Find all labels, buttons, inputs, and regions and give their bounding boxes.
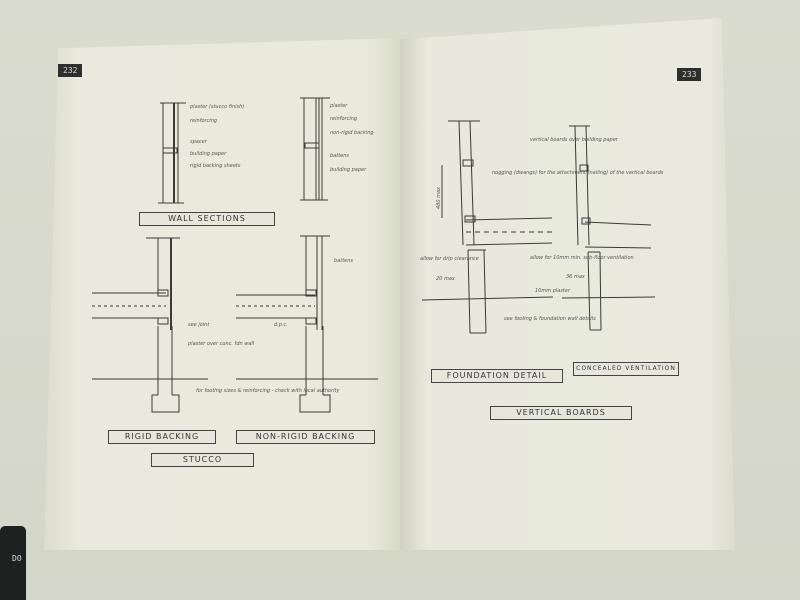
foundation-detail-drawing — [421, 120, 554, 334]
note-rigid-3: spacer — [190, 139, 207, 145]
right-page — [400, 18, 735, 550]
note-ventilation-4: 10mm plaster — [535, 288, 571, 294]
note-foundation-3: 20 max — [436, 276, 455, 282]
wall-section-rigid-drawing — [158, 102, 186, 204]
note-base-rigid-3: for footing sizes & reinforcing - check … — [196, 388, 340, 394]
note-foundation-5: 480 max — [436, 186, 443, 210]
note-ventilation-1: vertical boards over building paper — [530, 137, 618, 143]
note-ventilation-3: 36 max — [566, 274, 585, 280]
note-nonrigid-4: battens — [330, 153, 350, 159]
nonrigid-backing-base-drawing — [236, 235, 378, 413]
label-vertical-boards: VERTICAL BOARDS — [490, 406, 632, 420]
page-number-right: 233 — [677, 68, 702, 81]
note-nonrigid-2: reinforcing — [330, 116, 358, 122]
note-base-nonrigid-2: d.p.c. — [274, 322, 288, 328]
concealed-ventilation-drawing — [561, 125, 656, 331]
note-rigid-5: rigid backing sheets — [190, 163, 241, 169]
note-nonrigid-1: plaster — [330, 103, 348, 109]
note-ventilation-2: allow for 10mm min. sub-floor ventilatio… — [530, 255, 634, 261]
battery-label: DO — [12, 554, 22, 563]
battery-object: DO — [0, 526, 26, 600]
note-base-rigid-1: see joint — [188, 322, 210, 328]
wall-section-nonrigid-drawing — [300, 97, 330, 201]
label-wall-sections: WALL SECTIONS — [139, 212, 275, 226]
label-stucco: STUCCO — [151, 453, 254, 467]
label-foundation-detail: FOUNDATION DETAIL — [431, 369, 563, 383]
label-non-rigid-backing: NON-RIGID BACKING — [236, 430, 375, 444]
note-nonrigid-5: building paper — [330, 167, 367, 173]
note-base-nonrigid-1: battens — [334, 258, 354, 264]
note-foundation-2: allow for drip clearance — [420, 256, 479, 262]
rigid-backing-base-drawing — [92, 237, 208, 413]
note-foundation-1: nogging (dwangs) for the attachment (nai… — [492, 170, 664, 176]
label-concealed-ventilation: CONCEALED VENTILATION — [573, 362, 679, 376]
note-nonrigid-3: non-rigid backing — [330, 130, 374, 136]
note-rigid-2: reinforcing — [190, 118, 218, 124]
page-number-left: 232 — [58, 64, 83, 77]
note-base-rigid-2: plaster over conc. fdn wall — [188, 341, 255, 347]
label-rigid-backing: RIGID BACKING — [108, 430, 216, 444]
note-foundation-4: see footing & foundation wall details — [504, 316, 596, 322]
note-rigid-1: plaster (stucco finish) — [190, 104, 245, 110]
note-rigid-4: building paper — [190, 151, 227, 157]
